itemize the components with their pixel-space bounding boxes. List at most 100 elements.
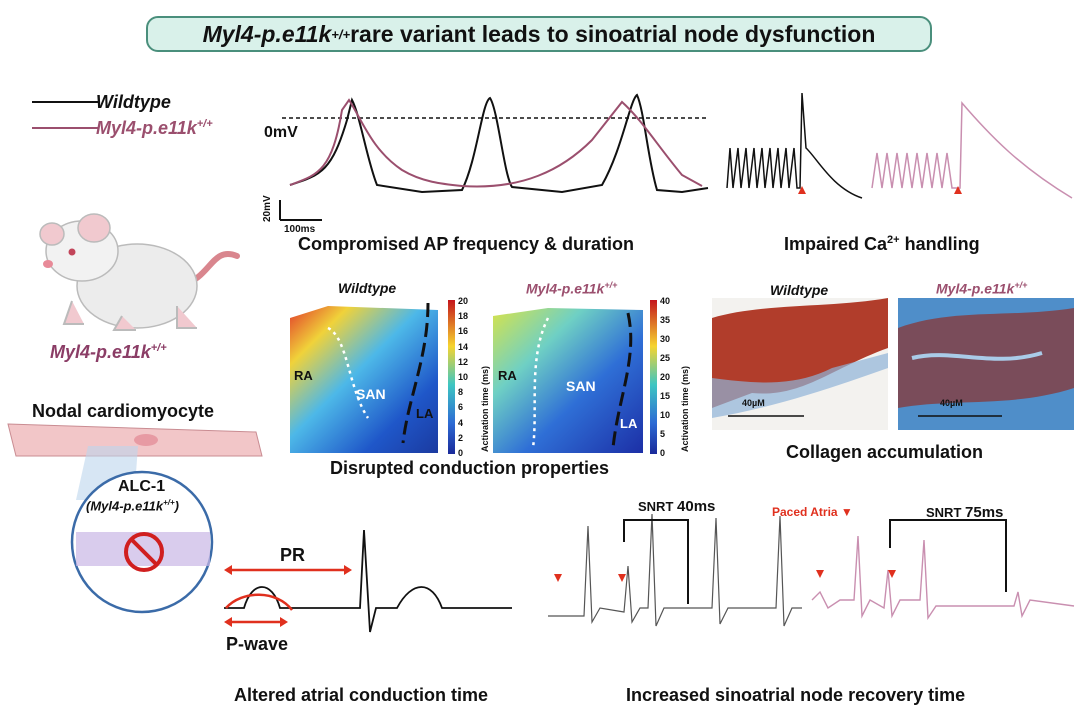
alc1-label: ALC-1 [118,478,166,495]
mut-pace-arrow-1-icon [816,570,824,578]
mutant-snrt-trace [811,535,1075,621]
map-wt-ra-line [327,326,370,419]
histo-caption: Collagen accumulation [786,442,984,462]
colorbar-tick: 8 [458,387,464,398]
snrt-panel [548,513,1075,627]
legend-mutant: Myl4-p.e11k+/+ [96,118,213,139]
title-rest: rare variant leads to sinoatrial node dy… [350,20,876,47]
legend-mutant-label: Myl4-p.e11k [96,118,197,138]
map-wt-axis-label: Activation time (ms) [480,365,490,452]
colorbar-tick: 18 [458,311,469,322]
pwave-left-arrowhead-icon [224,617,232,627]
map-mut-la: LA [620,416,638,431]
map-wt-la-line [401,302,430,444]
ecg-trace [224,529,512,633]
pwave-highlight [225,593,293,611]
mut-snrt-bracket [889,519,1007,592]
colorbar-tick: 25 [660,353,671,363]
legend-mutant-sup: +/+ [196,118,213,130]
map-mut-title-sup: +/+ [604,280,618,290]
mouse-label: Myl4-p.e11k+/+ [50,342,167,363]
colorbar-tick: 12 [458,356,469,367]
mouse-label-sup: +/+ [150,342,167,354]
ca-caption-sup: 2+ [887,234,900,246]
pr-label: PR [280,545,306,565]
paced-atria-label: Paced Atria [772,505,838,519]
ca-caption-post: handling [899,234,980,254]
map-mut-la-line [611,312,633,449]
title-gene: Myl4-p.e11k [202,20,332,47]
scale-v-label: 20mV [262,195,273,222]
mutant-ca-trace [871,101,1073,199]
calcium-trace-panel [726,92,1073,199]
ca-caption: Impaired Ca2+ handling [784,234,980,255]
zero-mv-label: 0mV [264,124,298,141]
ecg-caption: Altered atrial conduction time [234,685,489,705]
colorbar-tick: 35 [660,315,671,325]
mouse-illustration [39,213,240,331]
pwave-right-arrowhead-icon [280,617,288,627]
cell-nucleus [134,434,158,446]
ap-caption: Compromised AP frequency & duration [298,234,635,254]
map-wt-title: Wildtype [338,280,397,296]
colorbar-tick: 20 [660,372,671,382]
histo-mut-collagen [911,351,1043,361]
colorbar-tick: 6 [458,402,464,413]
map-mut-colorbar [650,300,657,454]
pr-left-arrowhead-icon [224,565,232,575]
pr-right-arrowhead-icon [344,565,352,575]
legend-wildtype: Wildtype [96,92,171,112]
histo-wt-collagen [712,353,888,418]
snrt-mut-value: 75ms [965,504,1004,521]
map-wt-area [290,306,438,453]
histo-wt-tissue [712,298,888,408]
paced-atria: Paced Atria ▼ [772,505,853,519]
colorbar-tick: 10 [458,372,469,382]
ca-caption-pre: Impaired Ca [784,234,888,254]
colorbar-tick: 4 [458,417,464,428]
histo-mut-title-sup: +/+ [1014,280,1028,290]
mutant-ap-trace [289,98,703,188]
map-mut-title-text: Myl4-p.e11k [526,280,605,297]
histology-panel [712,298,1074,430]
cardiomyocyte-illustration [7,423,263,614]
alc1-sub-sup: +/+ [163,498,175,507]
pwave-label: P-wave [226,634,289,654]
map-wt-colorbar [448,300,455,454]
wt-pace-arrow-1-icon [554,574,562,582]
histo-mut-title: Myl4-p.e11k+/+ [936,280,1027,297]
colorbar-tick: 10 [660,410,671,420]
colorbar-tick: 2 [458,432,464,443]
map-mut-axis-label: Activation time (ms) [680,365,690,452]
colorbar-tick: 14 [458,341,469,352]
mut-pace-arrow-2-icon [888,570,896,578]
histo-mut-scale: 40µM [940,398,963,408]
scale-t-label: 100ms [284,224,316,235]
colorbar-tick: 20 [458,296,469,306]
paced-atria-arrow-icon: ▼ [837,505,853,519]
colorbar-tick: 30 [660,334,671,344]
histo-wt-title: Wildtype [770,282,829,298]
map-mut-title: Myl4-p.e11k+/+ [526,280,617,297]
ap-trace-panel [279,93,709,221]
activation-maps [290,300,657,454]
histo-mut-title-text: Myl4-p.e11k [936,280,1015,297]
maps-caption: Disrupted conduction properties [330,458,610,478]
histo-wt-scale: 40µM [742,398,765,408]
no-symbol-slash [130,538,158,566]
colorbar-tick: 40 [660,296,671,306]
map-mut-san: SAN [566,378,596,394]
mut-ca-arrow-icon [954,186,962,194]
colorbar-tick: 16 [458,326,469,337]
wildtype-ap-trace [289,93,709,194]
snrt-wt: SNRT 40ms [638,498,715,515]
alc1-sub-end: ) [174,498,179,514]
title-banner: Myl4-p.e11k+/+ rare variant leads to sin… [146,16,932,52]
alc1-sub-text: (Myl4-p.e11k [86,498,164,514]
wt-pace-arrow-2-icon [618,574,626,582]
map-wt-ra: RA [294,368,313,383]
map-wt-san: SAN [356,386,386,402]
colorbar-tick: 0 [660,448,666,458]
